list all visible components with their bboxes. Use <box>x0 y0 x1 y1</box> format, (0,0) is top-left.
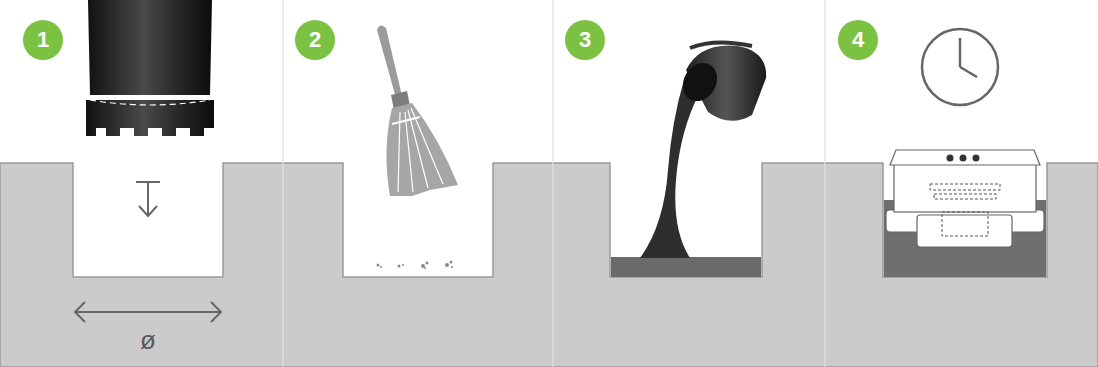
step-number-circle: 3 <box>565 20 605 60</box>
diameter-label: ø <box>140 327 156 353</box>
pouring-bucket <box>611 42 766 277</box>
step-number: 1 <box>37 29 49 51</box>
drill-direction-arrow <box>136 182 160 216</box>
step-number: 3 <box>579 29 591 51</box>
panel-separators <box>283 0 825 367</box>
step-number-circle: 1 <box>23 20 63 60</box>
step-number-circle: 4 <box>838 20 878 60</box>
dust <box>377 261 454 270</box>
broom <box>377 25 458 196</box>
step-number: 4 <box>852 29 864 51</box>
step-number-circle: 2 <box>295 20 335 60</box>
clock <box>922 29 998 105</box>
diameter-arrow <box>75 302 221 322</box>
step-number: 2 <box>309 29 321 51</box>
core-drill <box>86 0 214 136</box>
installed-unit <box>884 150 1046 277</box>
